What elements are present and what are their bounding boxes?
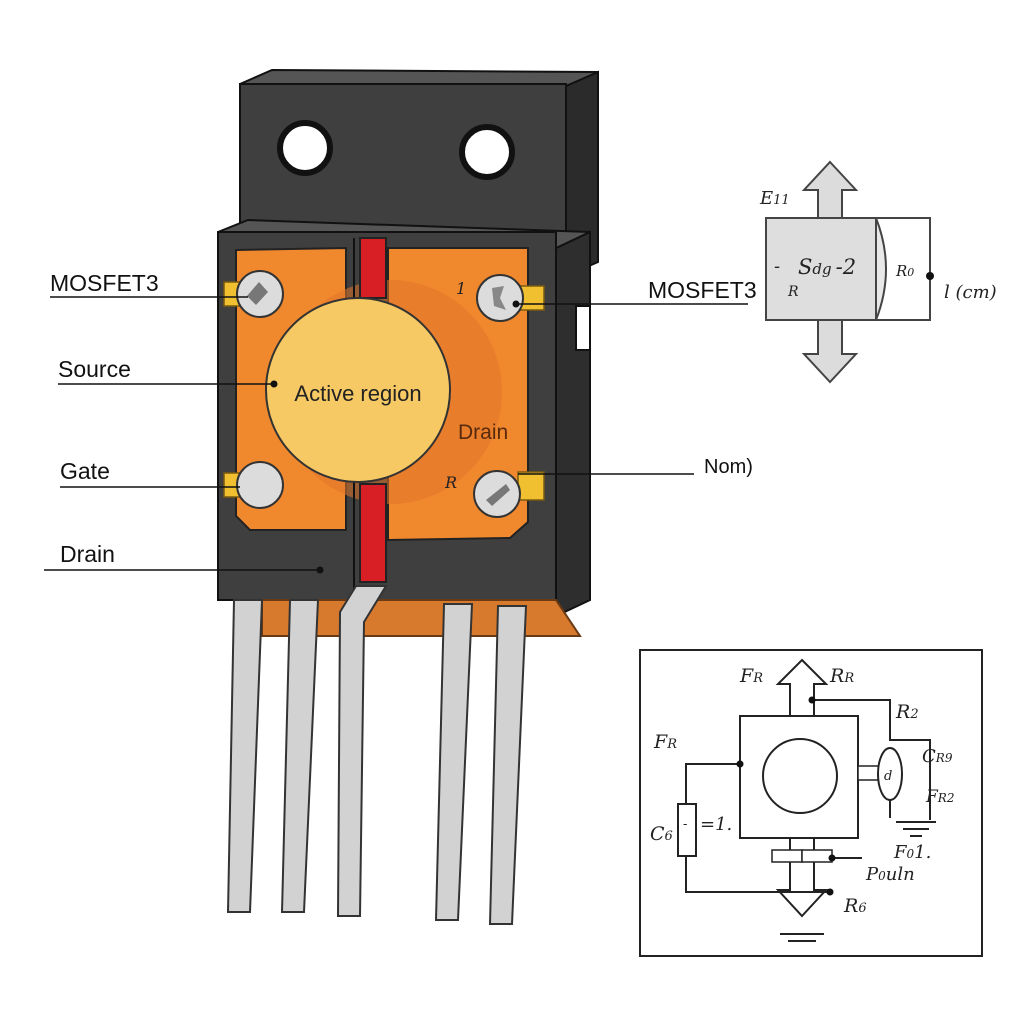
screw-tr-slot (492, 286, 506, 310)
schematic-e: E11 (759, 188, 790, 209)
schematic-center: Sdg-2 (798, 255, 856, 279)
schematic-box (765, 217, 877, 321)
screw-br-mark: R (444, 473, 457, 492)
schematic-r: R (787, 284, 799, 300)
label-eq: =1. (700, 814, 732, 835)
active-region-label: Active region (294, 381, 421, 406)
label-fr-left: FR (653, 731, 677, 753)
label-p0: P0uln (865, 864, 915, 885)
label-gate: Gate (60, 458, 110, 484)
red-strip-top (359, 237, 387, 299)
dot-drain-left (316, 566, 324, 574)
mounting-hole-left (277, 120, 333, 176)
node-left (736, 760, 744, 768)
label-mosfet-left: MOSFET3 (50, 270, 159, 296)
label-fr2: FR2 (925, 787, 954, 807)
circuit-core (762, 738, 838, 814)
schematic-right-frame (875, 217, 931, 321)
label-mosfet-right: MOSFET3 (648, 277, 757, 303)
lead-2 (280, 599, 320, 913)
lead-5 (488, 605, 528, 925)
right-callouts: MOSFET3 Nom) (512, 277, 757, 478)
schematic-unit: l (cm) (944, 282, 997, 303)
top-schematic: E11 - Sdg-2 R R0 l (cm) (759, 160, 997, 384)
circuit-diagram: d - FR RR R2 FR CR9 FR2 C6 =1. F01. P0ul… (639, 649, 983, 957)
schematic-lens (875, 217, 887, 321)
label-nom: Nom) (704, 456, 753, 478)
label-c6: C6 (650, 823, 673, 845)
dot-source (270, 380, 278, 388)
schematic-left-mark: - (774, 256, 780, 277)
package-body-side (555, 230, 591, 618)
coil-body (857, 765, 881, 781)
arrow-down (801, 319, 859, 384)
active-region (265, 297, 451, 483)
mosfet-package: Active region Drain 1 R (217, 68, 599, 925)
drain-inner-label: Drain (458, 421, 508, 444)
label-f01: F01. (893, 842, 931, 863)
screw-tr-mark: 1 (456, 279, 466, 298)
schematic-right-label: R0 (895, 262, 914, 280)
screw-br-slot (486, 484, 510, 506)
label-source: Source (58, 356, 131, 382)
screw-tl-slot (247, 282, 268, 305)
screw-bl (236, 461, 284, 509)
label-rr: RR (829, 665, 854, 687)
red-strip-bottom (359, 483, 387, 583)
arrow-up (801, 160, 859, 219)
node-bottom-2 (826, 888, 834, 896)
wire-left (685, 763, 740, 804)
pin-br (517, 471, 545, 501)
lead-1 (226, 599, 264, 913)
terminal-2 (801, 849, 833, 863)
left-callouts: MOSFET3 Source Gate Drain (44, 270, 324, 574)
node-bottom (828, 854, 836, 862)
label-r6: R6 (843, 895, 867, 917)
label-drain-left: Drain (60, 541, 115, 567)
mounting-hole-right (459, 124, 515, 180)
wire-left-bottom (685, 856, 830, 893)
label-cr: CR9 (922, 746, 953, 767)
package-notch (575, 305, 591, 351)
lead-4 (434, 603, 474, 921)
label-r2: R2 (895, 701, 919, 723)
node-top (808, 696, 816, 704)
coil-mark: d (884, 769, 892, 784)
label-fr-top: FR (739, 665, 763, 687)
wire-top (812, 699, 931, 820)
lead-3 (336, 585, 388, 917)
schematic-node (926, 272, 934, 280)
capacitor-mark: - (683, 817, 687, 832)
terminal-1 (771, 849, 803, 863)
